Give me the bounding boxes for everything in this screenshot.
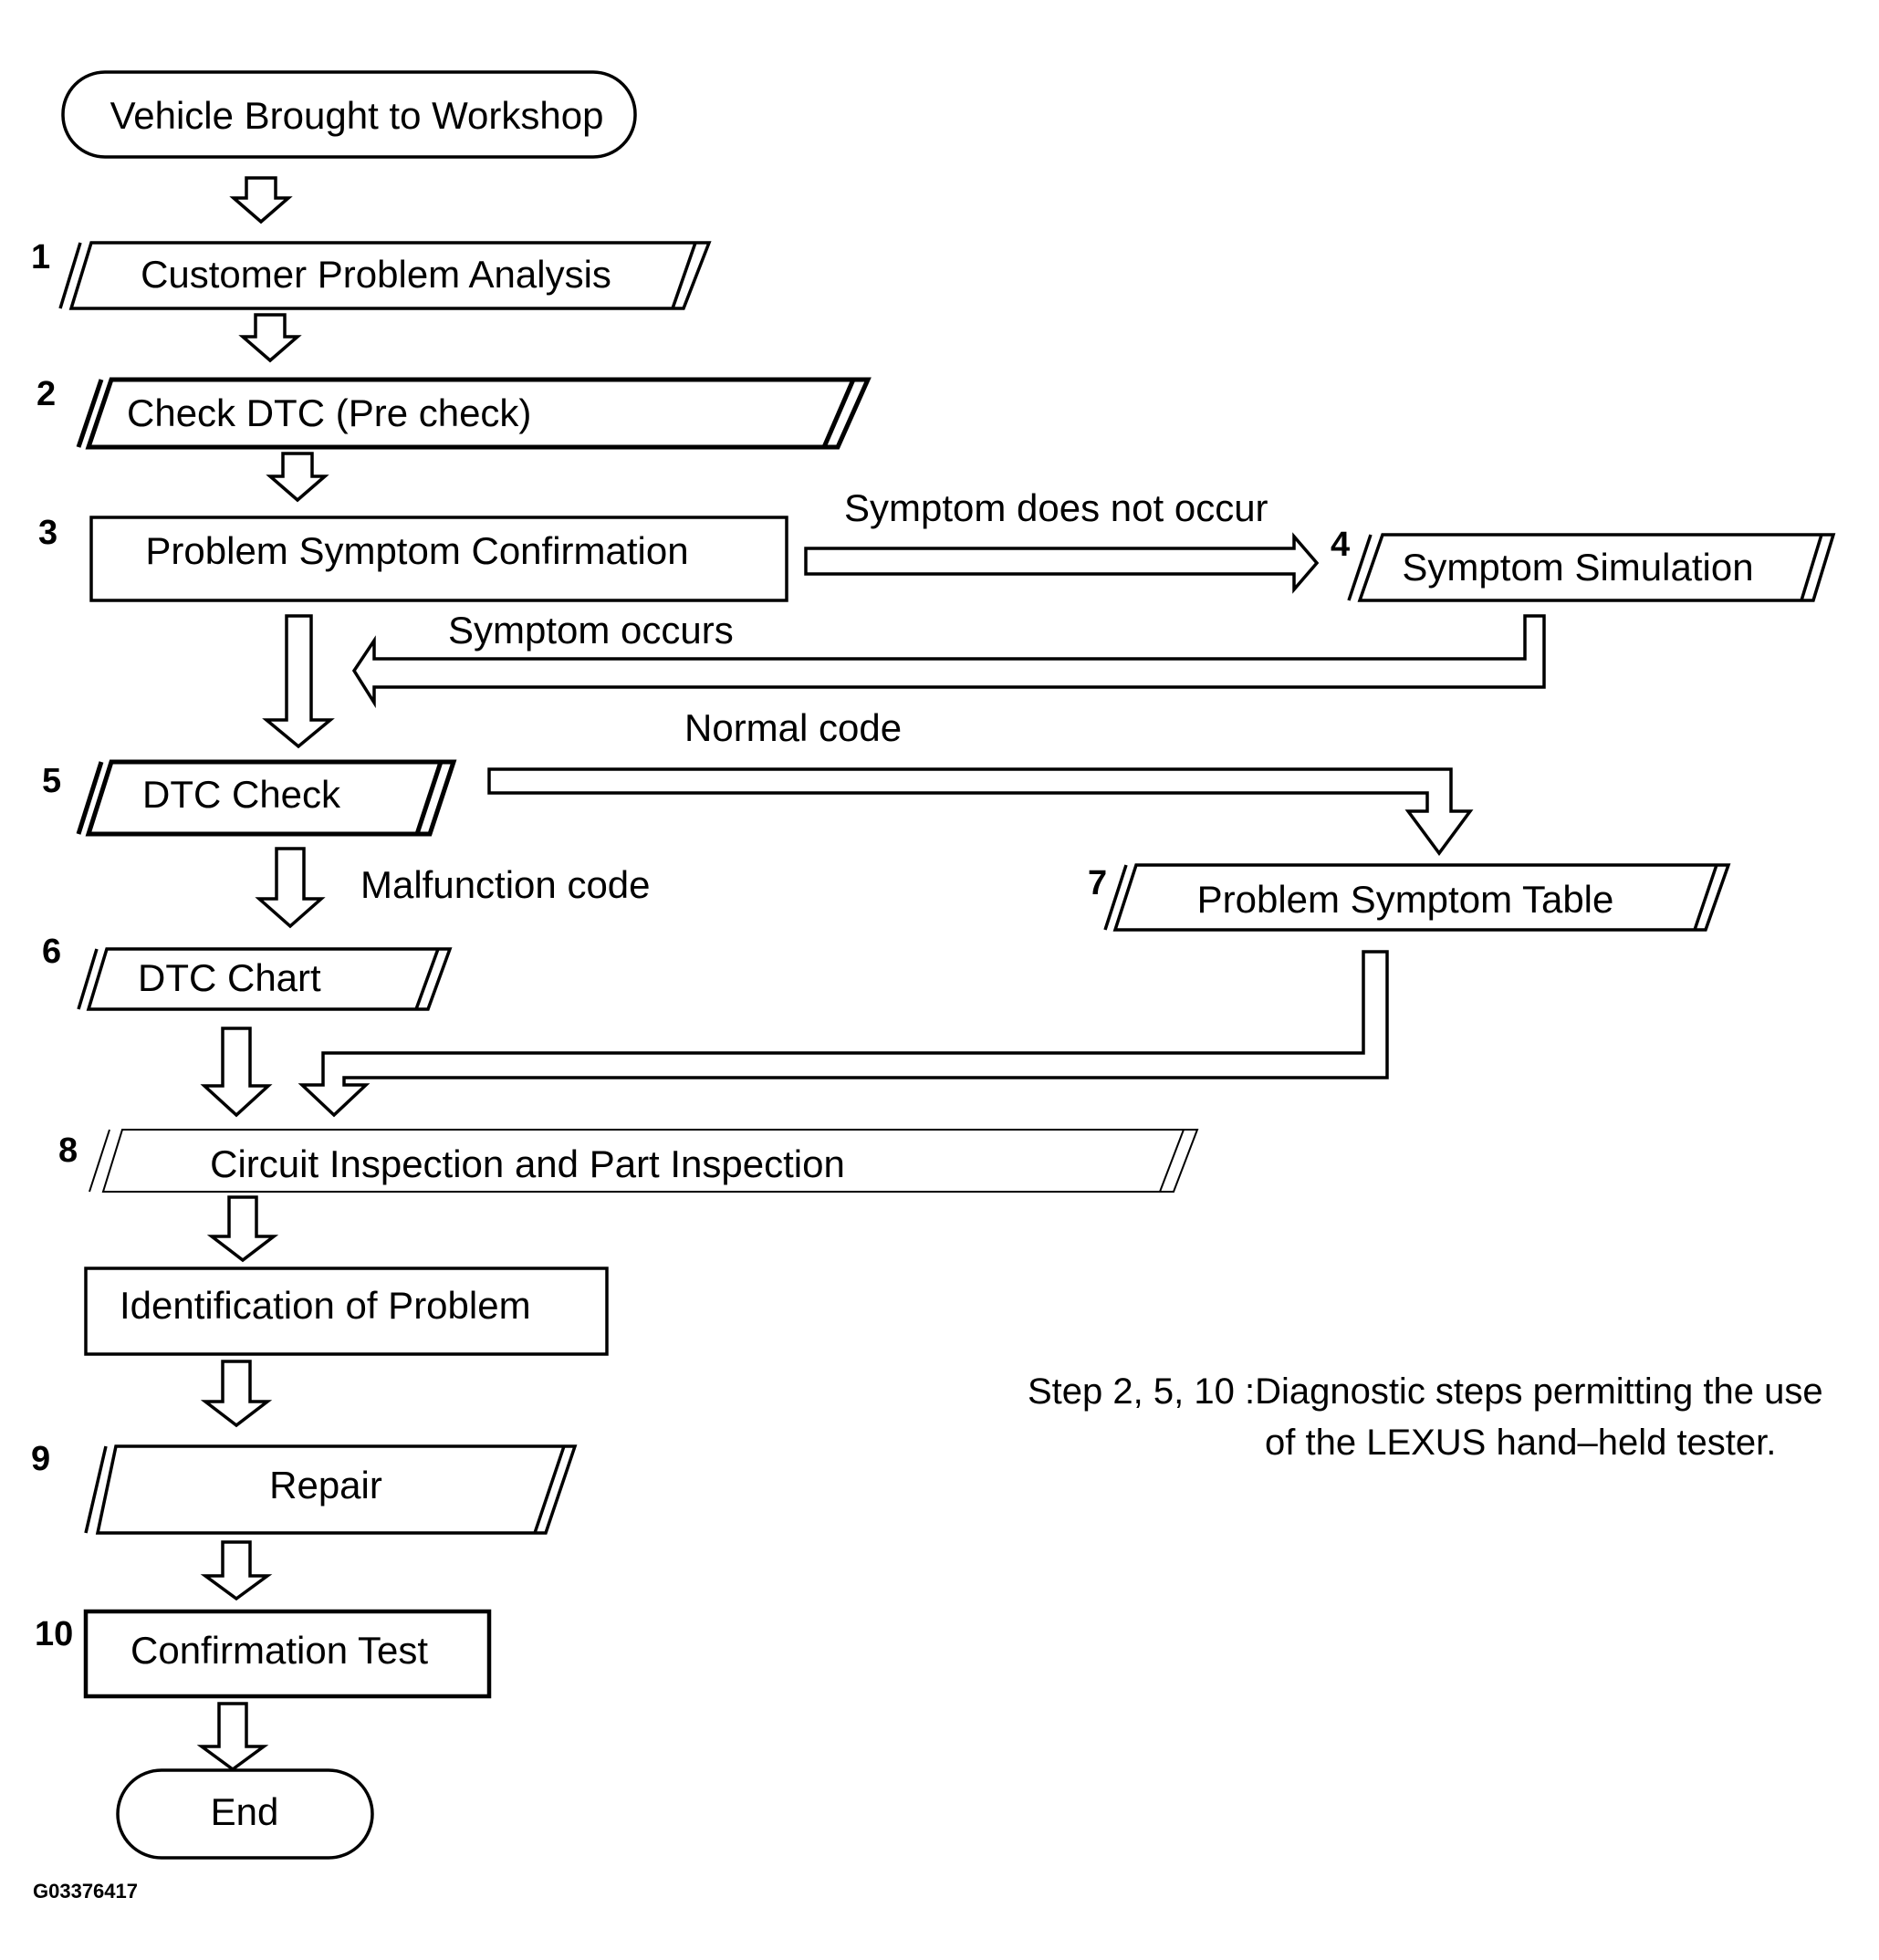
step-7-number: 7 <box>1088 864 1107 902</box>
arrow-6-to-8 <box>200 1027 273 1118</box>
identification-label: Identification of Problem <box>120 1284 531 1327</box>
arrow-4-to-main <box>351 614 1546 709</box>
step-1-edge-left <box>58 242 82 309</box>
step-5-edge-right <box>414 761 444 835</box>
step-2-label: Check DTC (Pre check) <box>127 391 531 434</box>
step-5-label: DTC Check <box>142 773 341 816</box>
step-9-edge-right <box>533 1445 566 1534</box>
step-6-number: 6 <box>42 933 61 971</box>
step-7-edge-left <box>1103 864 1128 931</box>
edge-label-normal-code: Normal code <box>684 706 902 749</box>
arrow-5-to-6 <box>255 847 326 929</box>
step-9-parallelogram <box>95 1444 578 1535</box>
step-9-edge-left <box>84 1445 108 1534</box>
step-3-number: 3 <box>38 514 57 552</box>
arrow-7-to-8 <box>298 950 1389 1118</box>
arrow-8-to-identification <box>206 1195 279 1263</box>
step-4-edge-right <box>1800 534 1823 601</box>
note-line-1: Step 2, 5, 10 :Diagnostic steps permitti… <box>1028 1371 1823 1412</box>
end-terminal <box>116 1768 374 1860</box>
step-8-parallelogram <box>101 1129 1199 1193</box>
step-2-edge-left <box>76 379 104 448</box>
step-3-box <box>89 516 788 602</box>
arrow-3-to-4 <box>804 532 1320 594</box>
step-7-edge-right <box>1693 864 1718 931</box>
start-label: Vehicle Brought to Workshop <box>110 94 604 137</box>
step-1-label: Customer Problem Analysis <box>141 253 611 296</box>
edge-label-symptom-does-not-occur: Symptom does not occur <box>844 486 1268 529</box>
step-1-edge-right <box>671 242 697 309</box>
step-4-parallelogram <box>1357 533 1836 602</box>
step-10-box <box>83 1609 492 1699</box>
step-2-number: 2 <box>37 375 56 413</box>
edge-label-symptom-occurs: Symptom occurs <box>448 609 734 652</box>
step-9-label: Repair <box>269 1464 382 1506</box>
step-4-label: Symptom Simulation <box>1402 546 1753 589</box>
arrow-start-to-1 <box>229 176 293 224</box>
arrow-1-to-2 <box>238 313 302 363</box>
step-7-parallelogram <box>1112 863 1731 932</box>
arrow-2-to-3 <box>266 452 329 503</box>
step-6-edge-right <box>414 948 440 1010</box>
arrow-3-to-5 <box>262 614 335 749</box>
step-5-number: 5 <box>42 762 61 800</box>
step-1-parallelogram <box>68 241 712 310</box>
arrow-5-to-7 <box>487 767 1474 856</box>
step-7-label: Problem Symptom Table <box>1197 878 1614 921</box>
step-6-edge-left <box>77 948 99 1010</box>
step-5-edge-left <box>76 761 104 835</box>
step-6-parallelogram <box>86 947 453 1011</box>
note-line-2: of the LEXUS hand–held tester. <box>1265 1423 1776 1463</box>
step-2-edge-right <box>821 379 856 448</box>
edge-label-malfunction-code: Malfunction code <box>360 863 651 906</box>
step-1-number: 1 <box>31 238 50 276</box>
step-10-number: 10 <box>35 1615 73 1653</box>
step-8-number: 8 <box>58 1131 78 1170</box>
step-8-edge-right <box>1159 1129 1185 1193</box>
step-8-label: Circuit Inspection and Part Inspection <box>210 1142 845 1185</box>
step-2-parallelogram <box>85 377 872 450</box>
arrow-identification-to-9 <box>200 1360 273 1428</box>
figure-id: G03376417 <box>33 1880 138 1903</box>
arrow-9-to-10 <box>200 1540 273 1601</box>
end-label: End <box>211 1790 279 1833</box>
step-6-label: DTC Chart <box>138 956 321 999</box>
start-terminal <box>61 70 637 159</box>
step-3-label: Problem Symptom Confirmation <box>145 529 688 572</box>
step-9-number: 9 <box>31 1440 50 1478</box>
arrow-10-to-end <box>196 1702 269 1772</box>
step-4-number: 4 <box>1331 526 1350 564</box>
step-8-edge-left <box>89 1129 110 1193</box>
step-5-parallelogram <box>85 759 457 837</box>
step-4-edge-left <box>1347 534 1373 601</box>
identification-box <box>84 1267 609 1356</box>
step-10-label: Confirmation Test <box>130 1629 428 1672</box>
